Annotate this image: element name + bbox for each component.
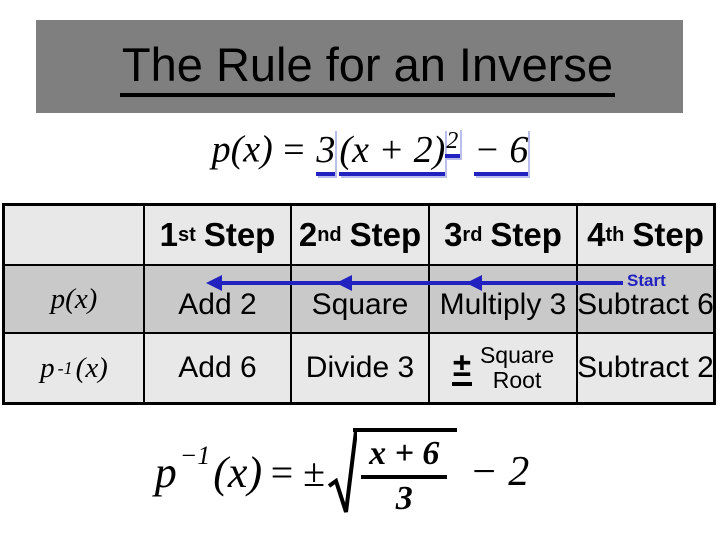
start-label: Start	[627, 271, 666, 290]
square-root-label: Square Root	[480, 343, 554, 393]
header-ordinal: 1	[159, 216, 179, 253]
header-ordinal-suffix: th	[605, 223, 625, 246]
row-label-func: p	[40, 351, 55, 384]
header-ordinal: 2	[298, 216, 318, 253]
equals-sign: =	[268, 449, 296, 495]
title-bar: The Rule for an Inverse	[36, 20, 683, 113]
row-label-func: p	[50, 282, 66, 315]
equals-sign: =	[280, 128, 307, 171]
table-corner-cell	[5, 206, 143, 264]
table-cell-add-6: Add 6	[145, 334, 290, 402]
row-label-arg: (x)	[65, 282, 98, 315]
table-cell-subtract-2: Subtract 2	[578, 334, 713, 402]
plus-minus-sign: ±	[303, 449, 326, 495]
row-label-sup: -1	[57, 357, 73, 378]
table-cell-multiply-3: Multiply 3	[430, 266, 576, 332]
constant-term: − 6	[474, 128, 529, 176]
inverse-equation: p −1 (x) = ± x + 6 3 − 2	[0, 422, 702, 522]
header-word: Step	[632, 216, 704, 253]
table-cell-square: Square	[292, 266, 428, 332]
row-label-arg: (x)	[75, 351, 108, 384]
fraction-denominator: 3	[395, 479, 413, 517]
coefficient-term: 3	[316, 128, 336, 176]
function-equation: p(x)=3(x + 2)2 − 6	[10, 126, 720, 176]
square-root-line1: Square	[479, 342, 555, 368]
header-ordinal-suffix: nd	[317, 223, 342, 246]
inverse-function-name: p	[154, 447, 177, 497]
inverse-function-argument: (x)	[213, 447, 263, 497]
function-name: p	[211, 128, 231, 171]
table-cell-subtract-6: Subtract 6	[578, 266, 713, 332]
header-word: Step	[349, 216, 422, 253]
header-ordinal-suffix: st	[178, 223, 196, 246]
base-expression: (x + 2)	[339, 128, 446, 176]
table-cell-add-2: Add 2	[145, 266, 290, 332]
header-word: Step	[203, 216, 276, 253]
table-cell-square-root: ± Square Root	[430, 334, 576, 402]
header-ordinal: 3	[444, 216, 463, 253]
row-label-p-inverse: p-1(x)	[5, 334, 143, 402]
radical-sign-icon	[327, 430, 358, 513]
square-root-line2: Root	[492, 367, 542, 393]
inverse-exponent: −1	[179, 441, 211, 470]
table-cell-divide-3: Divide 3	[292, 334, 428, 402]
plus-minus-sign: ±	[451, 348, 472, 386]
constant-term: − 2	[469, 449, 530, 495]
header-ordinal: 4	[587, 216, 606, 253]
slide-title: The Rule for an Inverse	[119, 37, 616, 97]
header-word: Step	[490, 216, 562, 253]
fraction-numerator: x + 6	[361, 436, 448, 479]
radical-expression: x + 6 3	[327, 427, 458, 517]
row-label-p: p(x)	[5, 266, 143, 332]
function-argument: (x)	[230, 128, 273, 171]
radicand-fraction: x + 6 3	[353, 427, 458, 517]
header-ordinal-suffix: rd	[462, 223, 483, 246]
exponent: 2	[445, 128, 461, 158]
